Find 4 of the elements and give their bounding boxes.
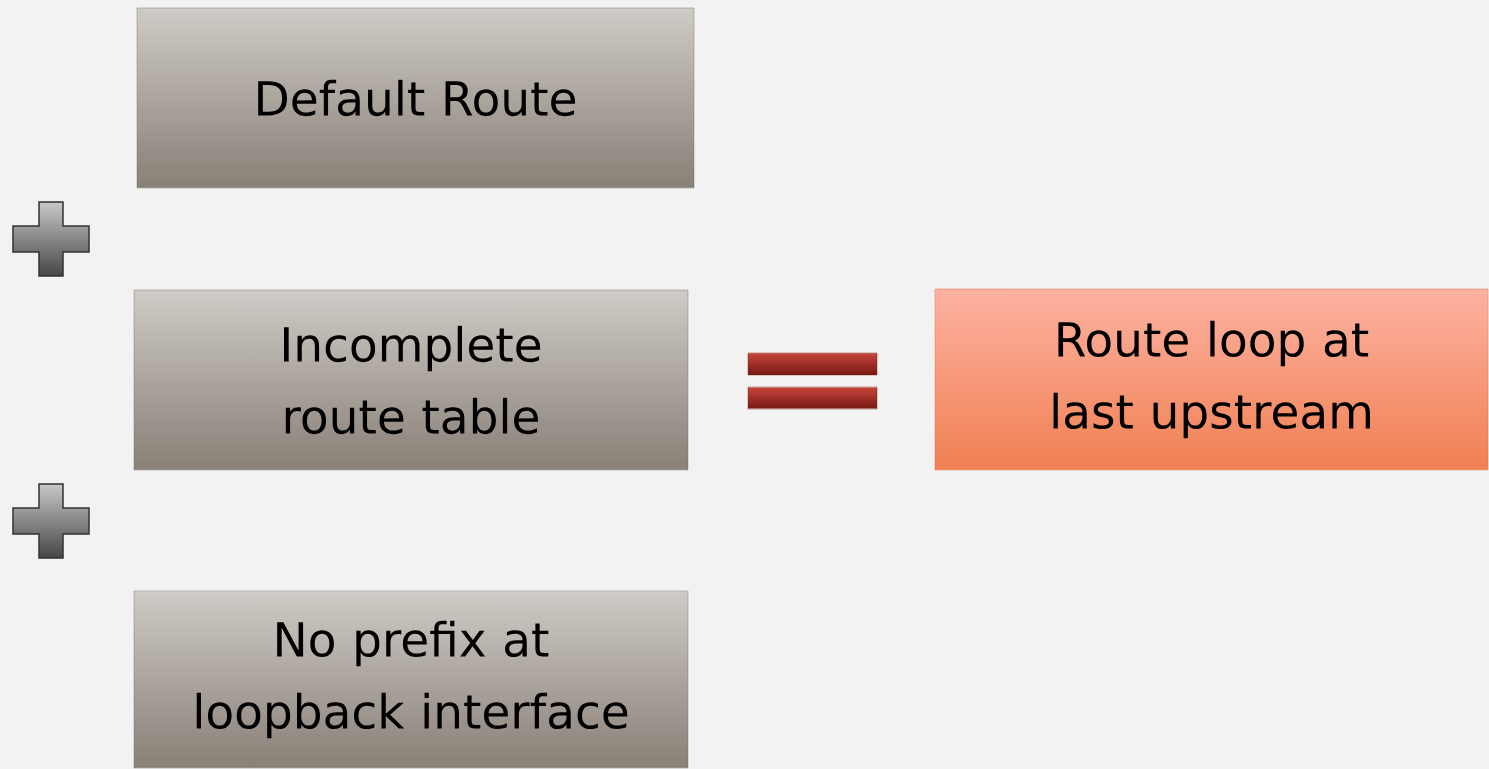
text-box: No prefix at loopback interface: [133, 590, 689, 769]
text-box: Incomplete route table: [133, 289, 689, 471]
text-box: Default Route: [136, 7, 695, 189]
text-box: Route loop at last upstream: [934, 288, 1489, 471]
